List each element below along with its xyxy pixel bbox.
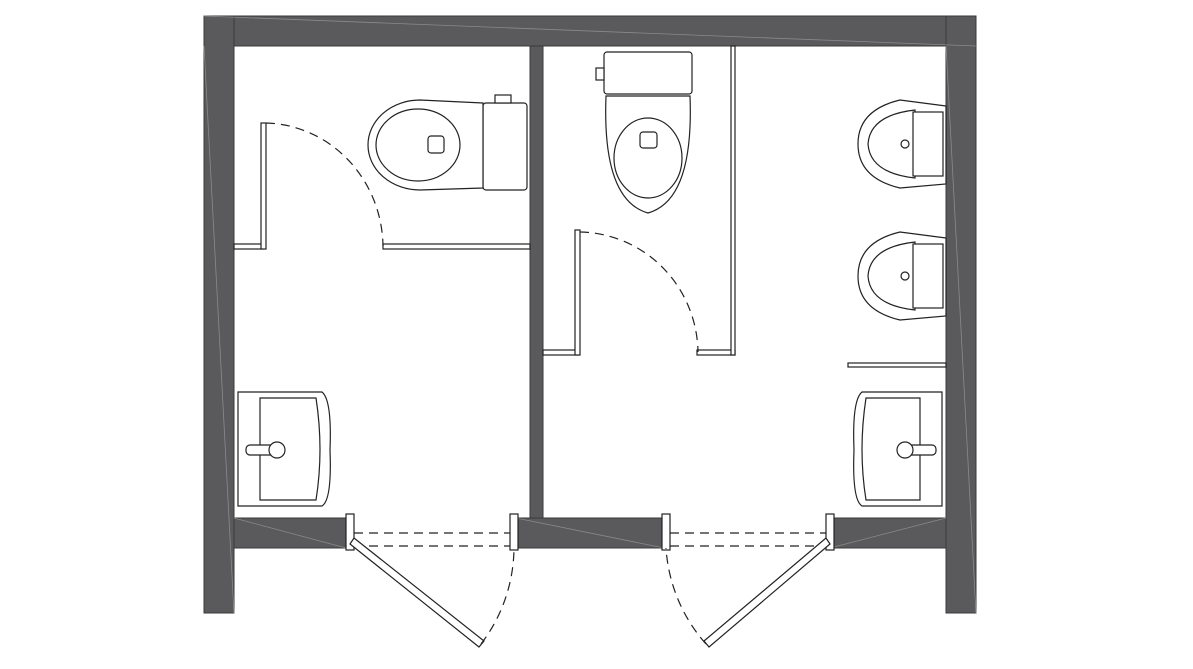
stall-door-middle[interactable] [579, 231, 699, 353]
exterior-walls [203, 15, 977, 614]
urinal-lower [857, 231, 947, 321]
partition-left [233, 243, 264, 250]
toilet-left-stall [367, 94, 528, 191]
entry-door-left[interactable] [349, 532, 515, 648]
urinal-divider [847, 362, 947, 368]
urinal-upper [857, 99, 947, 189]
sink-right [853, 391, 943, 507]
entry-door-right[interactable] [665, 532, 831, 648]
stall-middle [542, 45, 736, 356]
toilet-middle-stall [595, 51, 693, 214]
stall-door-left[interactable] [265, 122, 384, 247]
stall-left [233, 94, 531, 250]
sink-left [237, 391, 331, 507]
wall-center [529, 45, 544, 519]
